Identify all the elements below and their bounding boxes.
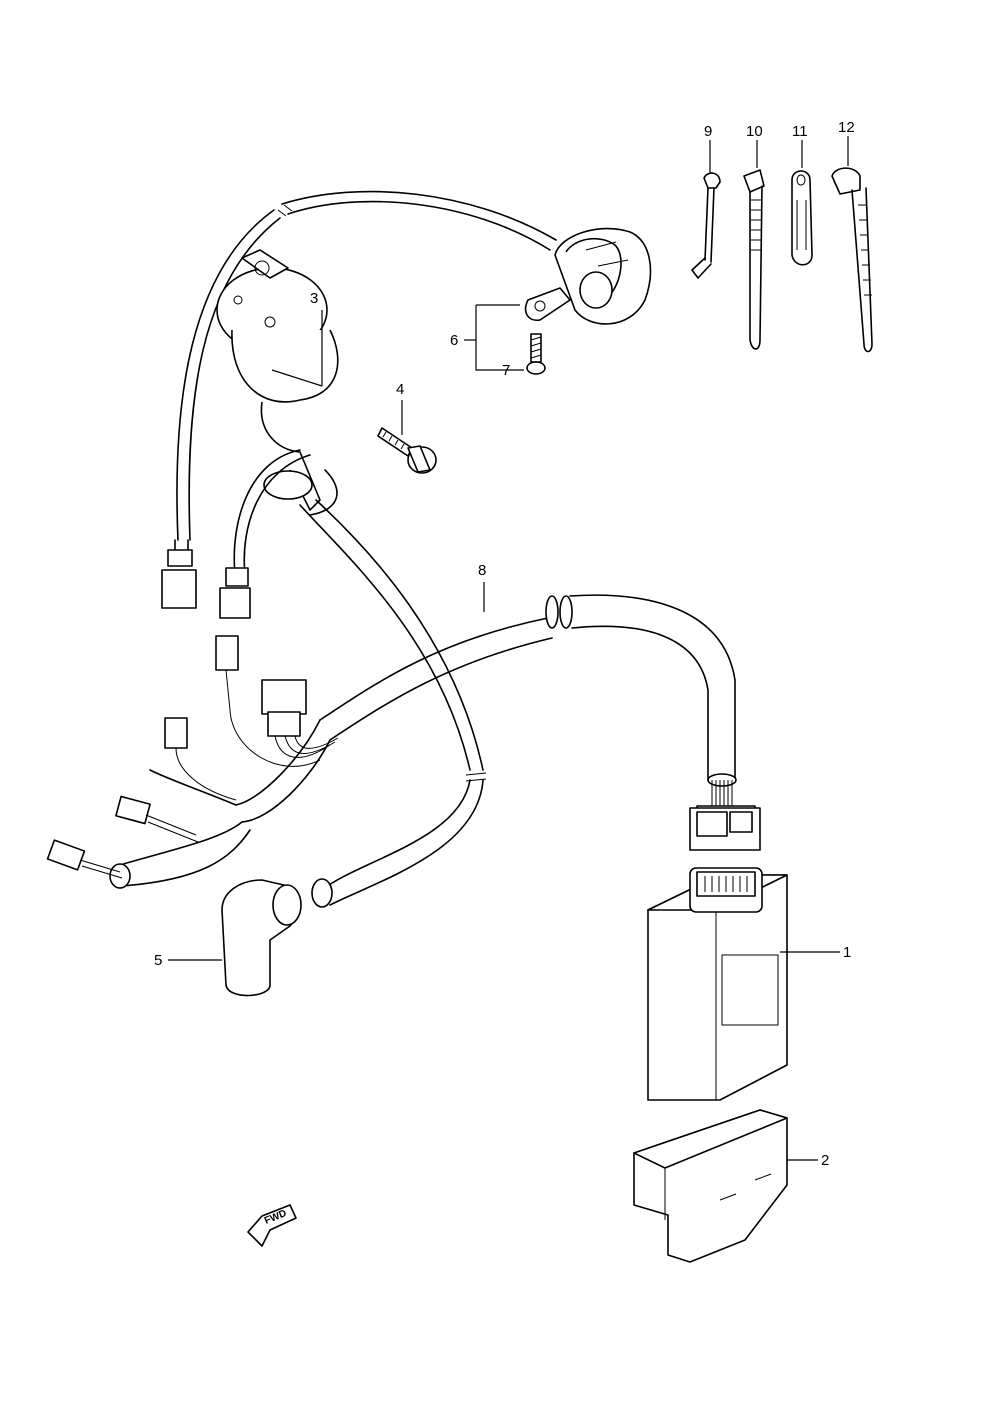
- cable-tie-10: [743, 169, 765, 350]
- callout-4: 4: [396, 381, 404, 398]
- callouts: 1 2 3 4 5 6 7 8 9 10 11 12: [154, 119, 855, 1169]
- callout-7: 7: [502, 362, 510, 379]
- wire-clip-9: [691, 172, 721, 279]
- module-bracket: [633, 1109, 788, 1263]
- leader-lines: [168, 136, 849, 1161]
- cable-cap: [221, 879, 302, 997]
- screw: [377, 427, 437, 474]
- sensor-switch-assembly: [161, 190, 557, 908]
- clip-11: [791, 170, 813, 266]
- callout-1: 1: [843, 944, 851, 961]
- cable-tie-12: [831, 167, 873, 353]
- control-module: [647, 867, 788, 1101]
- cable-clamp-assembly: [524, 227, 652, 375]
- forward-arrow-icon: FWD: [247, 1204, 297, 1247]
- callout-8: 8: [478, 562, 486, 579]
- callout-6: 6: [450, 332, 458, 349]
- callout-10: 10: [746, 123, 763, 140]
- callout-5: 5: [154, 952, 162, 969]
- callout-12: 12: [838, 119, 855, 136]
- callout-9: 9: [704, 123, 712, 140]
- callout-2: 2: [821, 1152, 829, 1169]
- callout-3: 3: [310, 290, 318, 307]
- callout-11: 11: [792, 123, 808, 140]
- main-wire-harness: [46, 594, 761, 889]
